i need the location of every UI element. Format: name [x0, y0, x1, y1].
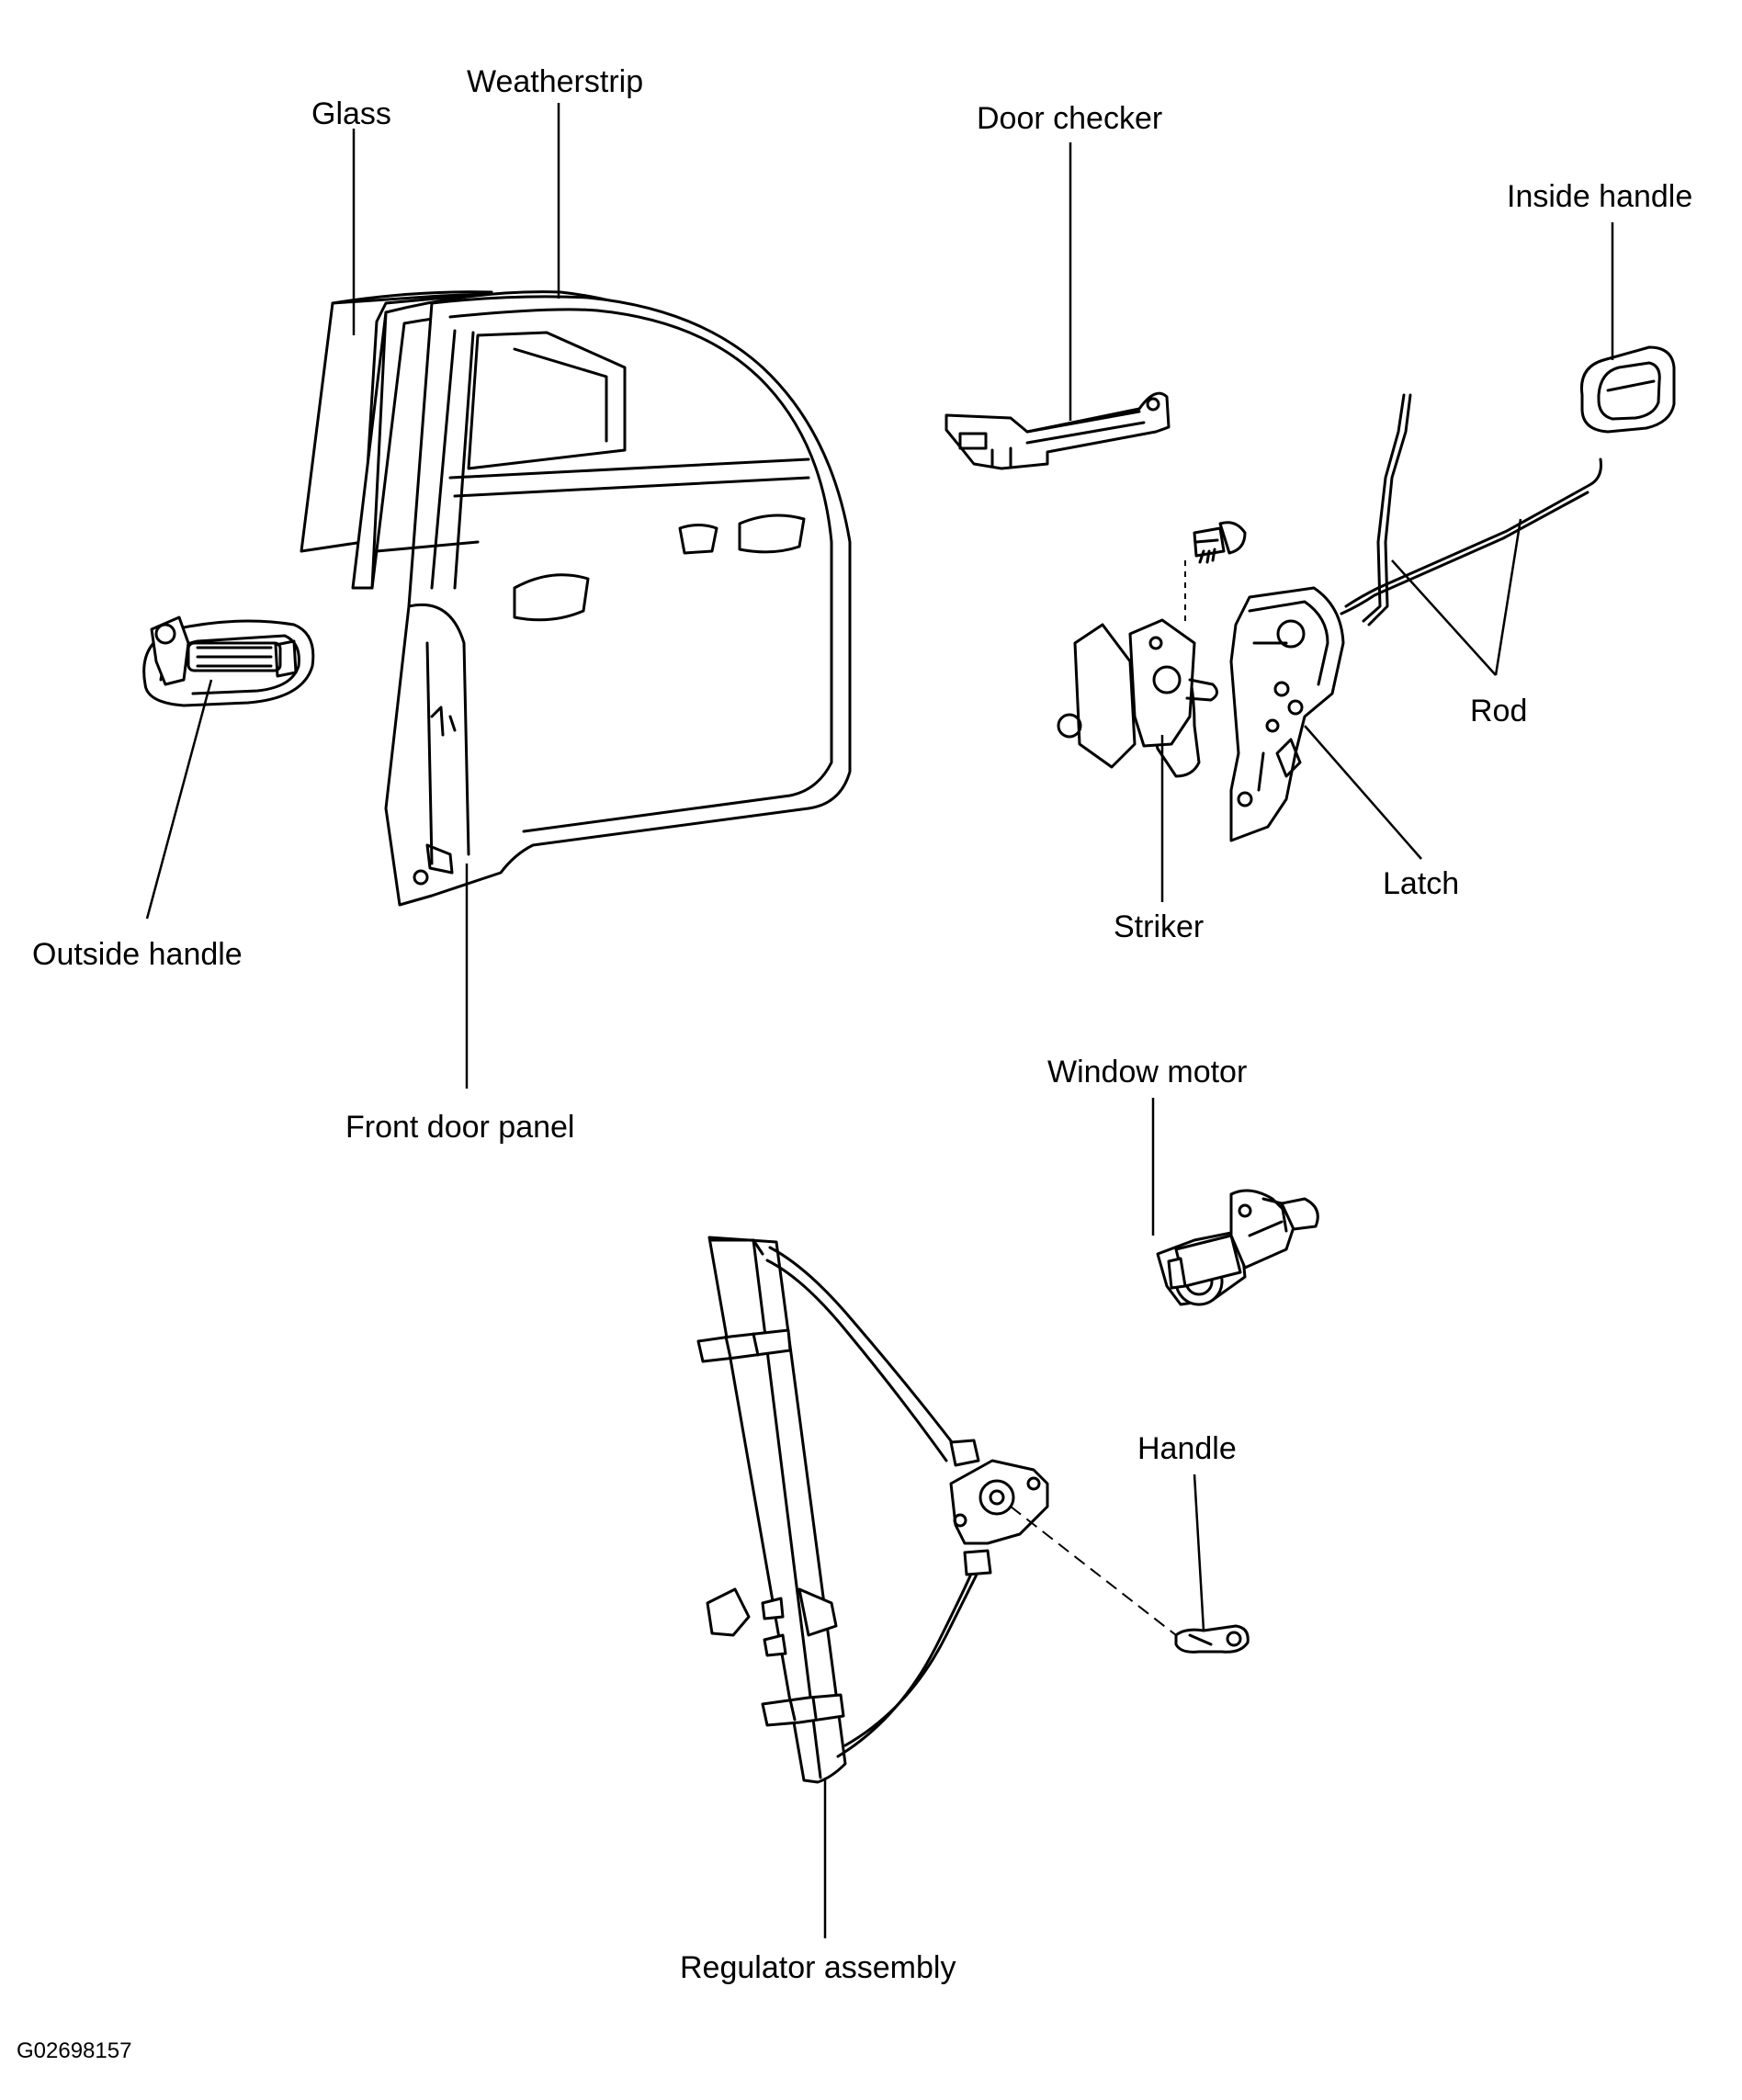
regulator-assembly-part — [696, 1236, 1177, 1784]
label-door-checker: Door checker — [977, 101, 1162, 136]
label-inside-handle: Inside handle — [1507, 179, 1692, 214]
striker-part — [1057, 521, 1247, 778]
latch-part — [1229, 586, 1345, 842]
label-weatherstrip: Weatherstrip — [467, 64, 643, 99]
handle-part — [1174, 1624, 1250, 1654]
label-handle: Handle — [1137, 1431, 1237, 1466]
outside-handle-part — [142, 615, 315, 707]
label-outside-handle: Outside handle — [32, 937, 243, 972]
label-glass: Glass — [311, 96, 391, 131]
figure-code: G02698157 — [17, 2038, 131, 2063]
window-motor-part — [1156, 1189, 1319, 1306]
leader-lines — [145, 103, 1614, 1938]
label-regulator-assembly: Regulator assembly — [680, 1950, 956, 1985]
label-window-motor: Window motor — [1047, 1055, 1247, 1090]
rod-parts — [1340, 393, 1602, 627]
label-striker: Striker — [1114, 909, 1204, 944]
door-checker-part — [945, 391, 1171, 470]
label-rod: Rod — [1470, 694, 1527, 728]
label-front-door-panel: Front door panel — [345, 1110, 575, 1145]
front-door-panel-part — [375, 295, 852, 907]
part-labels: Glass Weatherstrip Door checker Inside h… — [17, 64, 1692, 2063]
label-latch: Latch — [1383, 866, 1459, 901]
inside-handle-part — [1579, 345, 1676, 434]
